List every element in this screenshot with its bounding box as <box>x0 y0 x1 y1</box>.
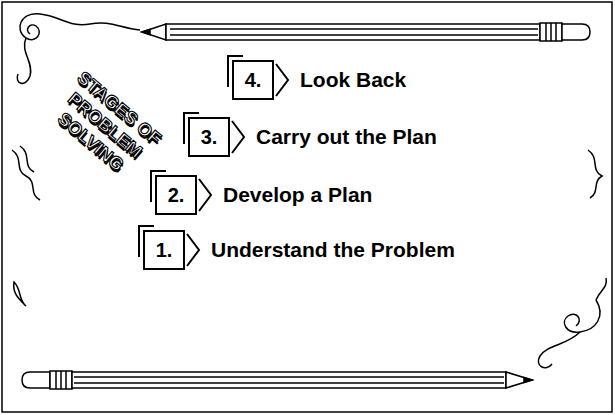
swirl <box>20 14 40 40</box>
pencil-lead <box>524 378 532 383</box>
chevron-symbol <box>274 60 290 100</box>
step-label: Look Back <box>300 68 406 92</box>
ferrule-stripe <box>555 23 557 41</box>
outer-frame <box>2 2 612 412</box>
chevron-line <box>232 121 244 153</box>
pencil-eraser <box>22 372 50 388</box>
step-number: 4. <box>245 69 262 92</box>
swirl <box>596 278 606 300</box>
swirl <box>20 146 34 172</box>
ferrule-stripe <box>65 371 67 389</box>
swirl <box>588 150 602 198</box>
pencil-lead <box>142 29 150 34</box>
step-number-box: 4. <box>232 60 274 100</box>
pencil-tip <box>506 372 532 388</box>
chevron-line <box>276 64 288 96</box>
bottom-pencil <box>22 371 532 389</box>
step-tag: 2. Develop a Plan <box>155 175 372 215</box>
step-number: 3. <box>201 126 218 149</box>
chevron-symbol <box>185 230 201 270</box>
step-tag: 4. Look Back <box>232 60 406 100</box>
pencil-line <box>74 382 504 384</box>
diagram-title: STAGES OF PROBLEM SOLVING <box>54 67 165 175</box>
pencil-body <box>72 372 506 388</box>
swirl <box>14 282 26 306</box>
swirl <box>17 38 31 83</box>
chevron-line <box>199 179 211 211</box>
box-bracket <box>227 55 243 87</box>
step-number: 1. <box>156 239 173 262</box>
ferrule-stripe <box>55 371 57 389</box>
top-pencil <box>142 23 590 41</box>
pencil-line <box>74 376 504 378</box>
pencil-ferrule <box>540 23 562 41</box>
pencil-ferrule <box>50 371 72 389</box>
ribbon-swirls <box>12 14 606 368</box>
step-label: Understand the Problem <box>211 238 455 262</box>
swirl <box>40 14 140 30</box>
step-tag: 3. Carry out the Plan <box>188 117 437 157</box>
pencil-eraser <box>562 24 590 40</box>
swirl <box>564 300 600 332</box>
chevron-symbol <box>197 175 213 215</box>
pencil-line <box>170 34 538 36</box>
ferrule-stripe <box>545 23 547 41</box>
chevron-symbol <box>230 117 246 157</box>
pencil-line <box>170 28 538 30</box>
box-bracket <box>150 170 166 202</box>
chevron-line <box>187 234 199 266</box>
step-tag: 1. Understand the Problem <box>143 230 455 270</box>
step-label: Carry out the Plan <box>256 125 437 149</box>
step-number-box: 3. <box>188 117 230 157</box>
pencil-body <box>166 24 540 40</box>
ferrule-stripe <box>550 23 552 41</box>
box-bracket <box>138 225 154 257</box>
step-number: 2. <box>168 184 185 207</box>
pencil-tip <box>142 24 166 40</box>
swirl <box>538 332 580 368</box>
step-number-box: 1. <box>143 230 185 270</box>
step-label: Develop a Plan <box>223 183 372 207</box>
step-number-box: 2. <box>155 175 197 215</box>
box-bracket <box>183 112 199 144</box>
ferrule-stripe <box>60 371 62 389</box>
